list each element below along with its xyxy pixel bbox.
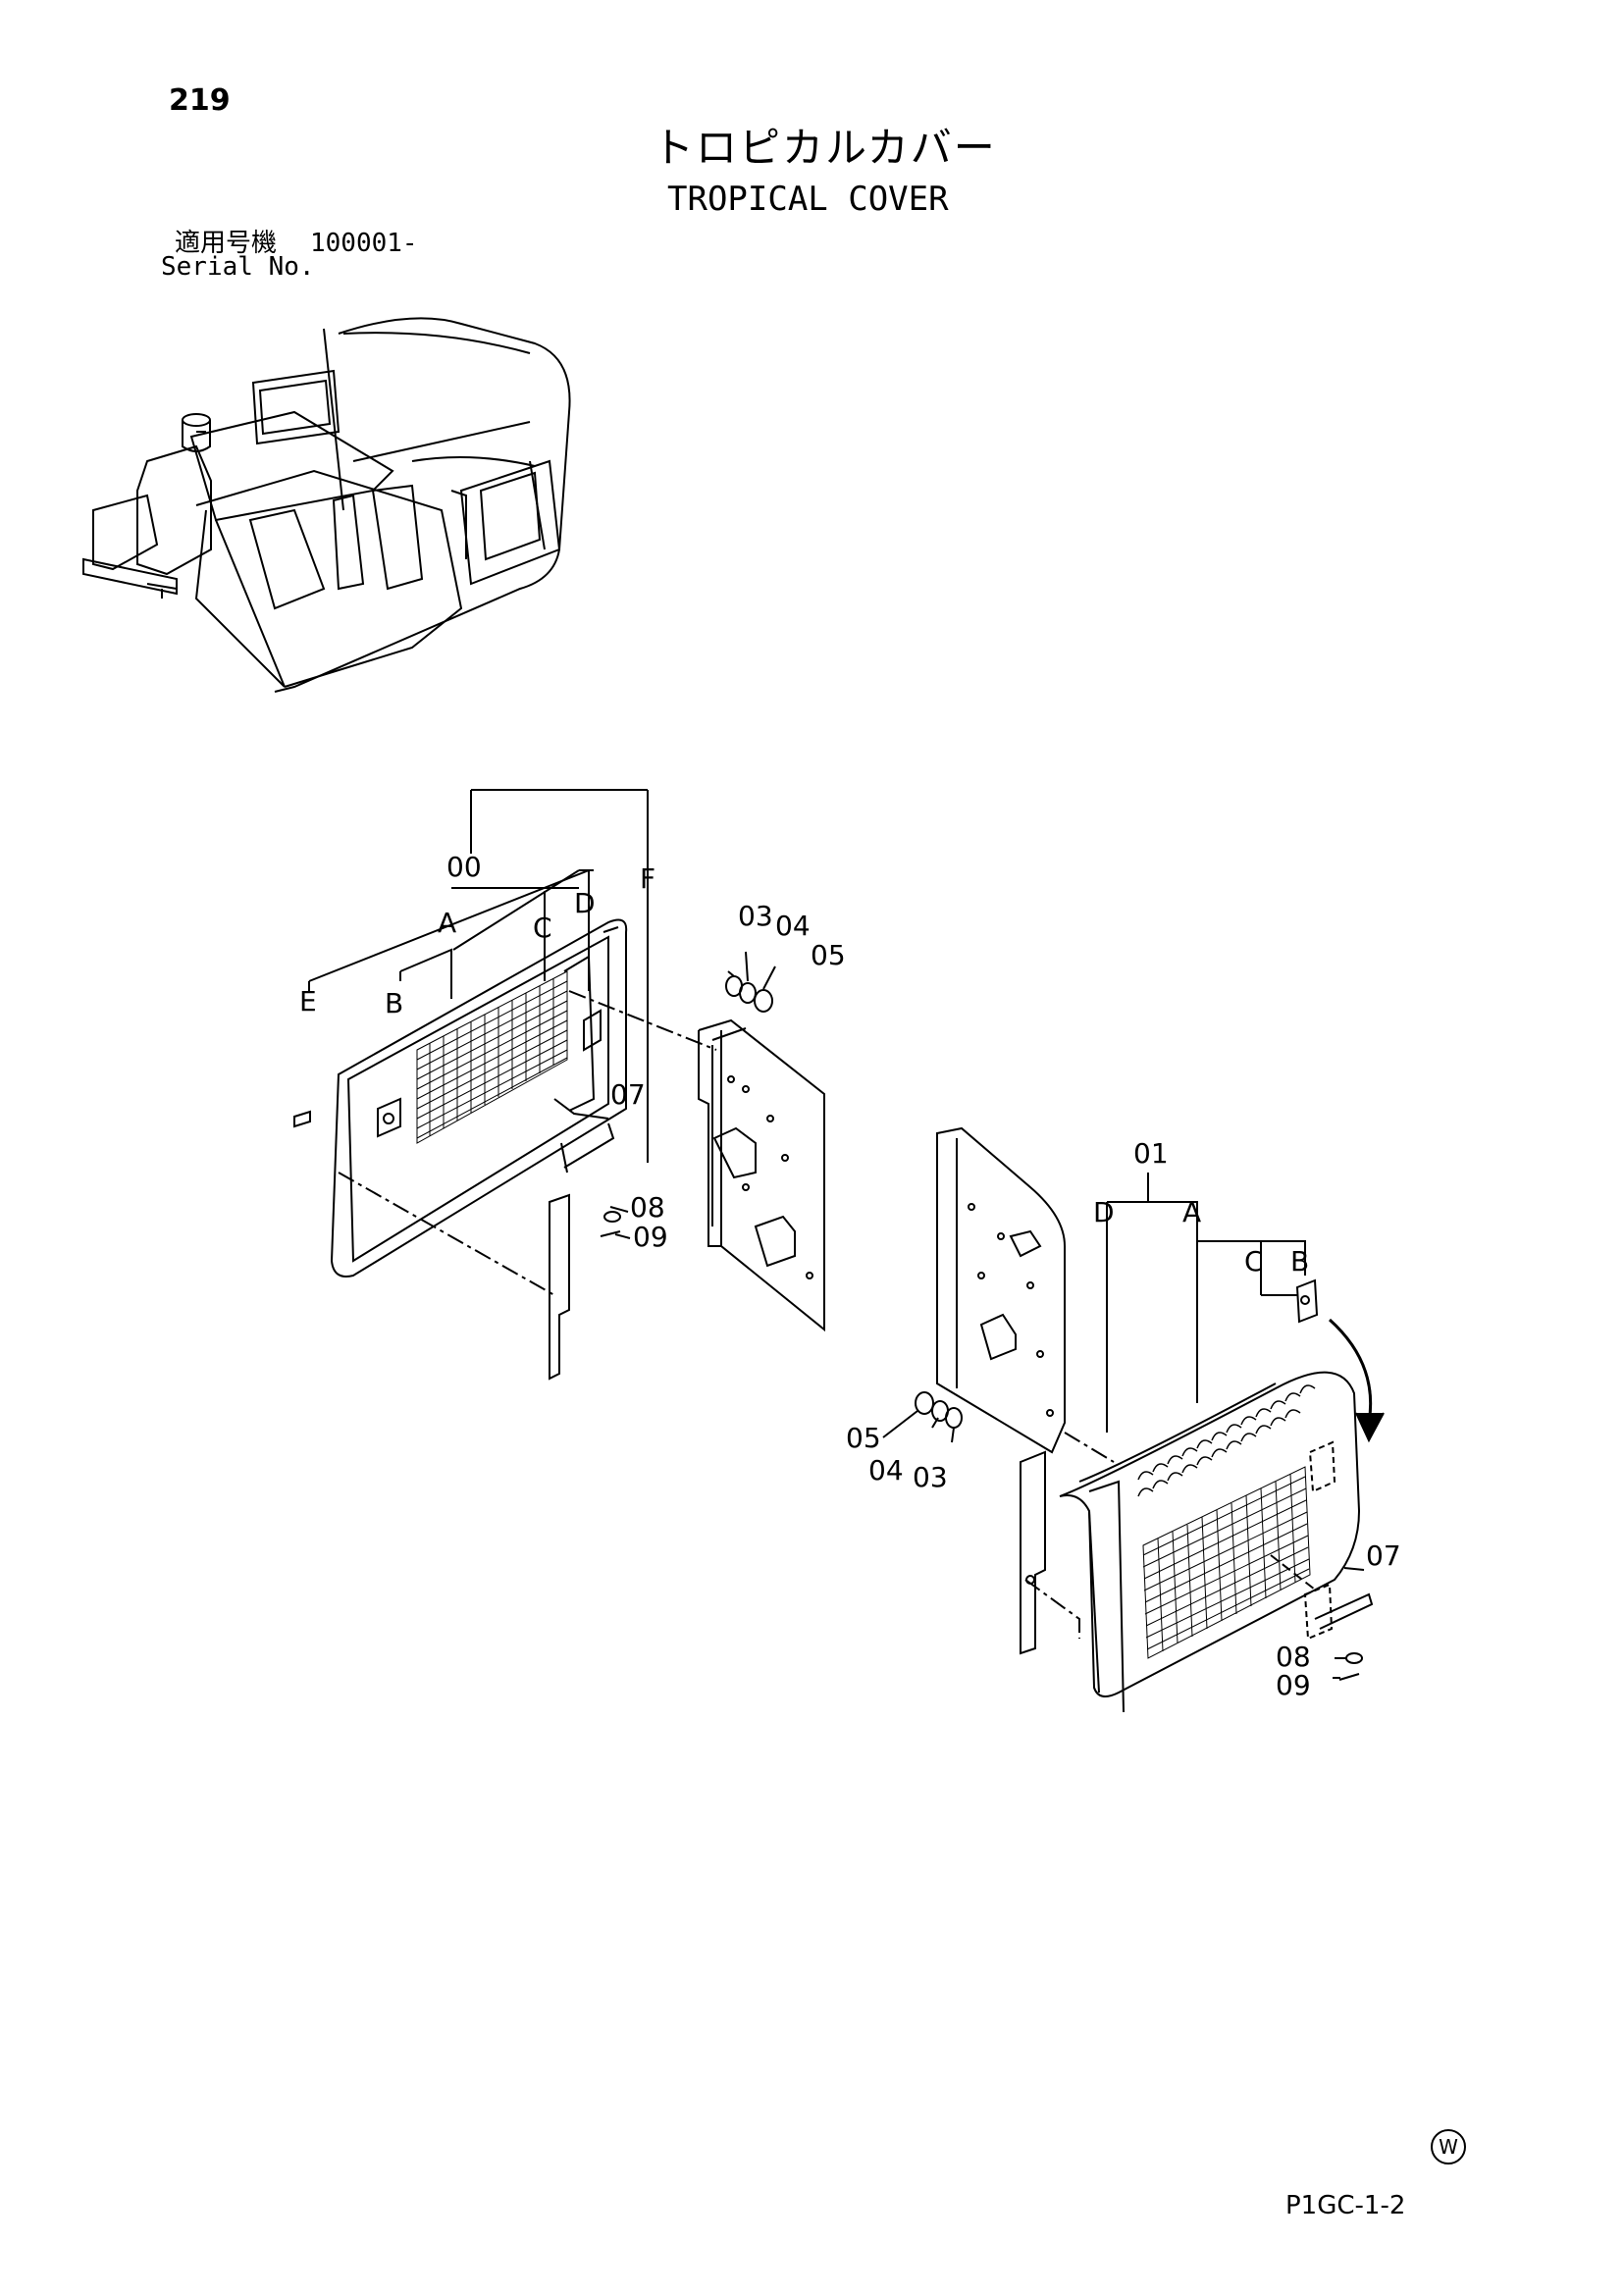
callout-03-right: 03 [913,1461,948,1493]
left-grill [416,970,568,1144]
right-assembly-01 [1020,1173,1385,1713]
callout-07-right: 07 [1366,1539,1401,1572]
callout-04-right: 04 [868,1454,904,1487]
callout-C-left: C [533,912,552,944]
callout-05-right: 05 [846,1422,881,1454]
w-mark-icon: W [1431,2129,1466,2165]
machine-overview-illustration [82,317,571,693]
title-english: TROPICAL COVER [667,180,949,219]
right-grill [1142,1466,1311,1659]
callout-A-left: A [438,907,456,939]
serial-label-japanese: 適用号機 [175,229,278,258]
callout-07-left: 07 [610,1078,646,1111]
callout-D-left: D [574,887,596,919]
page-number: 219 [169,83,231,118]
title-japanese: トロピカルカバー [653,124,997,172]
serial-value: 100001- [310,229,418,258]
callout-00: 00 [446,851,482,883]
callout-08-left: 08 [630,1191,665,1224]
callout-B-left: B [385,987,403,1019]
right-mounting-plate [882,1126,1066,1454]
callout-01: 01 [1133,1137,1169,1170]
callout-B-right: B [1290,1245,1309,1278]
serial-label-english: Serial No. [161,252,315,282]
callout-E: E [299,985,317,1017]
callout-C-right: C [1244,1245,1264,1278]
louvers [1137,1384,1316,1497]
callout-F: F [640,862,655,895]
callout-A-right: A [1182,1196,1201,1228]
left-mounting-plate [698,951,825,1332]
left-assembly-00 [293,789,717,1381]
page-code: P1GC-1-2 [1285,2191,1406,2220]
callout-03-left: 03 [738,900,773,932]
callout-09-left: 09 [633,1221,668,1253]
callout-05-left: 05 [811,939,846,971]
callout-labels: 00 A B C D E F 03 04 05 07 08 09 01 D A … [299,851,1401,1701]
callout-D-right: D [1093,1196,1115,1228]
callout-04-left: 04 [775,910,811,942]
callout-09-right: 09 [1276,1669,1311,1701]
callout-08-right: 08 [1276,1641,1311,1673]
